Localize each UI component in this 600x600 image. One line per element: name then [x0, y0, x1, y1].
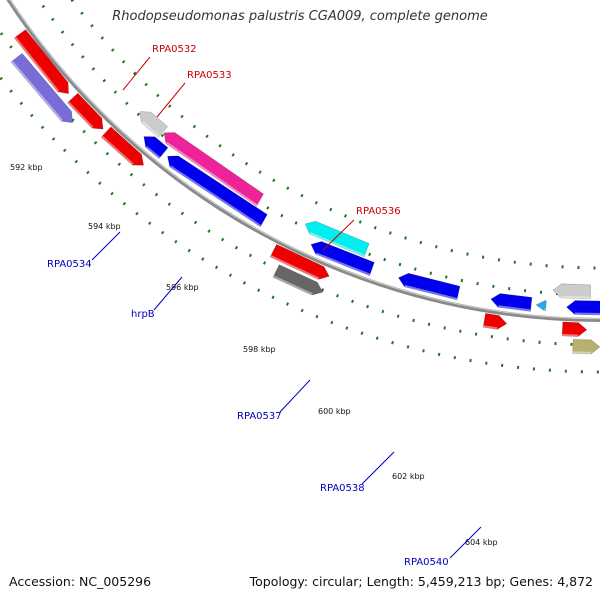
gene-arrow — [561, 321, 588, 337]
gene-label: RPA0538 — [320, 483, 365, 494]
gene-arrow — [269, 244, 330, 280]
gene-arrow — [272, 264, 324, 296]
gene-arrow — [100, 126, 144, 166]
gene-arrow-highlight — [572, 351, 592, 354]
gene-arrow — [566, 300, 600, 316]
gene-arrow-highlight — [169, 165, 262, 227]
gene-arrow-highlight — [272, 275, 313, 296]
gene-arrow-highlight — [145, 145, 161, 159]
gene-arrow — [13, 29, 69, 94]
gene-arrow — [163, 132, 264, 207]
map-title: Rhodopseudomonas palustris CGA009, compl… — [112, 9, 488, 24]
gene-arrow-highlight — [67, 101, 94, 129]
gene-arrow-highlight — [14, 36, 60, 92]
genome-backbone — [6, 0, 600, 322]
gene-arrow — [572, 339, 600, 355]
gene-arrow-highlight — [498, 305, 531, 312]
gene-label-leader — [122, 56, 151, 91]
gene-arrow-highlight — [483, 325, 498, 330]
gene-arrow — [304, 220, 370, 258]
tick-label: 598 kbp — [243, 345, 276, 354]
gene-arrow-highlight — [165, 141, 258, 207]
gene-arrow-highlight — [309, 232, 365, 257]
gene-label-leader — [156, 82, 186, 118]
gene-label-leader — [449, 526, 482, 559]
genome-summary-text: Topology: circular; Length: 5,459,213 bp… — [249, 574, 593, 589]
gene-arrow-highlight — [270, 255, 320, 280]
tick-label: 600 kbp — [318, 407, 351, 416]
gene-label-leader — [91, 231, 121, 261]
gene-arrow — [143, 136, 169, 159]
accession-text: Accession: NC_005296 — [9, 574, 152, 589]
gene-arrow-highlight — [404, 284, 458, 300]
gene-label: hrpB — [131, 309, 155, 320]
gene-label-leader — [153, 276, 183, 311]
tick-label: 596 kbp — [166, 283, 199, 292]
gene-arrow — [535, 300, 547, 312]
gene-arrow — [552, 283, 591, 300]
gene-arrow-highlight — [141, 120, 160, 138]
gene-label: RPA0537 — [237, 411, 282, 422]
gene-arrow — [10, 52, 73, 124]
gene-arrow — [310, 241, 375, 276]
tick-label: 604 kbp — [465, 538, 498, 547]
gene-arrow — [398, 272, 461, 301]
gene-arrow-highlight — [11, 60, 63, 122]
gene-arrow-highlight — [574, 312, 600, 315]
gene-label-leader — [279, 379, 311, 413]
gene-label: RPA0536 — [356, 206, 401, 217]
tick-ring — [0, 28, 600, 347]
gene-label: RPA0532 — [152, 44, 197, 55]
tick-label: 592 kbp — [10, 163, 43, 172]
tick-ring — [0, 74, 600, 374]
gene-arrow-highlight — [562, 333, 579, 337]
gene-label: RPA0534 — [47, 259, 92, 270]
gene-arrow — [167, 155, 268, 228]
tick-label: 602 kbp — [392, 472, 425, 481]
gene-arrow — [139, 111, 168, 138]
gene-arrow-highlight — [560, 295, 591, 299]
gene-arrow-highlight — [315, 252, 371, 276]
gene-arrow — [67, 92, 104, 130]
gene-label: RPA0540 — [404, 557, 449, 568]
tick-label: 594 kbp — [88, 222, 121, 231]
gene-arrow-highlight — [101, 135, 134, 166]
gene-label-leader — [322, 219, 355, 251]
gene-label-leader — [361, 451, 395, 485]
gene-label: RPA0533 — [187, 70, 232, 81]
gene-arrow — [482, 313, 508, 330]
gene-arrow — [490, 293, 533, 312]
